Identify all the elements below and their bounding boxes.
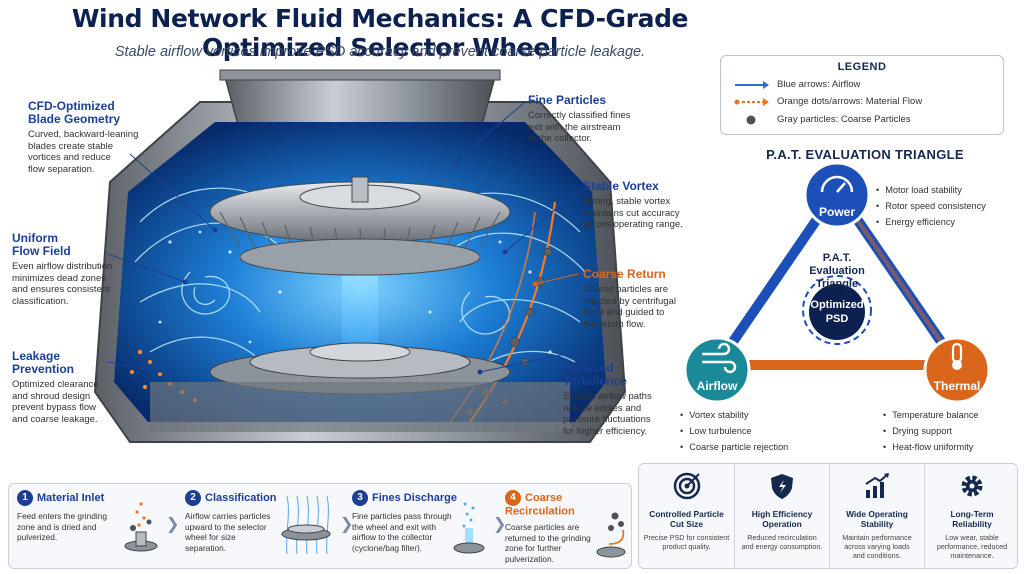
gear-icon xyxy=(961,475,983,497)
power-points: Motor load stabilityRotor speed consiste… xyxy=(876,182,986,230)
chevron-right-icon: ❯ xyxy=(340,516,354,533)
pat-center-label-1: P.A.T. xyxy=(823,252,852,264)
inlet-icon xyxy=(124,502,158,552)
wind-icon xyxy=(702,342,737,374)
legend-airflow: Blue arrows: Airflow xyxy=(733,79,860,90)
discharge-icon xyxy=(453,502,485,554)
airflow-points: Vortex stabilityLow turbulenceCoarse par… xyxy=(680,407,788,455)
thermal-label: Thermal xyxy=(934,379,981,393)
page-subtitle: Stable airflow vortices improve PSD accu… xyxy=(114,44,646,60)
callout-fine-particles: Fine Particles Correctly classified fine… xyxy=(528,93,631,145)
selector-wheel-illustration xyxy=(93,69,627,443)
recirculation-icon xyxy=(596,512,626,558)
legend: LEGEND Blue arrows: Airflow Orange dots/… xyxy=(720,55,1004,135)
pat-core-label-2: PSD xyxy=(826,313,849,325)
legend-title: LEGEND xyxy=(837,61,887,73)
gray-particle-icon xyxy=(746,115,756,124)
power-node: Power xyxy=(803,161,871,229)
shield-icon xyxy=(771,474,793,499)
airflow-node: Airflow xyxy=(683,336,751,404)
target-icon xyxy=(673,472,700,500)
legend-coarse: Gray particles: Coarse Particles xyxy=(733,114,911,125)
orange-dots-icon xyxy=(734,97,769,106)
chevron-right-icon: ❯ xyxy=(166,516,180,533)
chevron-right-icon: ❯ xyxy=(493,516,507,533)
blue-arrow-icon xyxy=(735,80,769,89)
airflow-label: Airflow xyxy=(697,379,738,393)
power-label: Power xyxy=(819,205,855,219)
page-title: Wind Network Fluid Mechanics: A CFD-Grad… xyxy=(71,4,689,62)
thermometer-icon xyxy=(951,342,963,370)
gauge-icon xyxy=(820,175,854,193)
pat-center-label-2: Evaluation xyxy=(809,265,865,277)
pat-heading: P.A.T. EVALUATION TRIANGLE xyxy=(766,147,964,162)
legend-material: Orange dots/arrows: Material Flow xyxy=(733,96,922,107)
pat-core-label-1: Optimized xyxy=(810,299,863,311)
classification-icon xyxy=(281,495,331,555)
thermal-node: Thermal xyxy=(923,336,991,404)
chart-up-icon xyxy=(865,473,889,498)
pat-triangle: Optimized PSD P.A.T. Evaluation Triangle… xyxy=(683,161,991,404)
pat-center-label-3: Triangle xyxy=(816,278,858,290)
thermal-points: Temperature balanceDrying supportHeat-fl… xyxy=(883,407,978,455)
